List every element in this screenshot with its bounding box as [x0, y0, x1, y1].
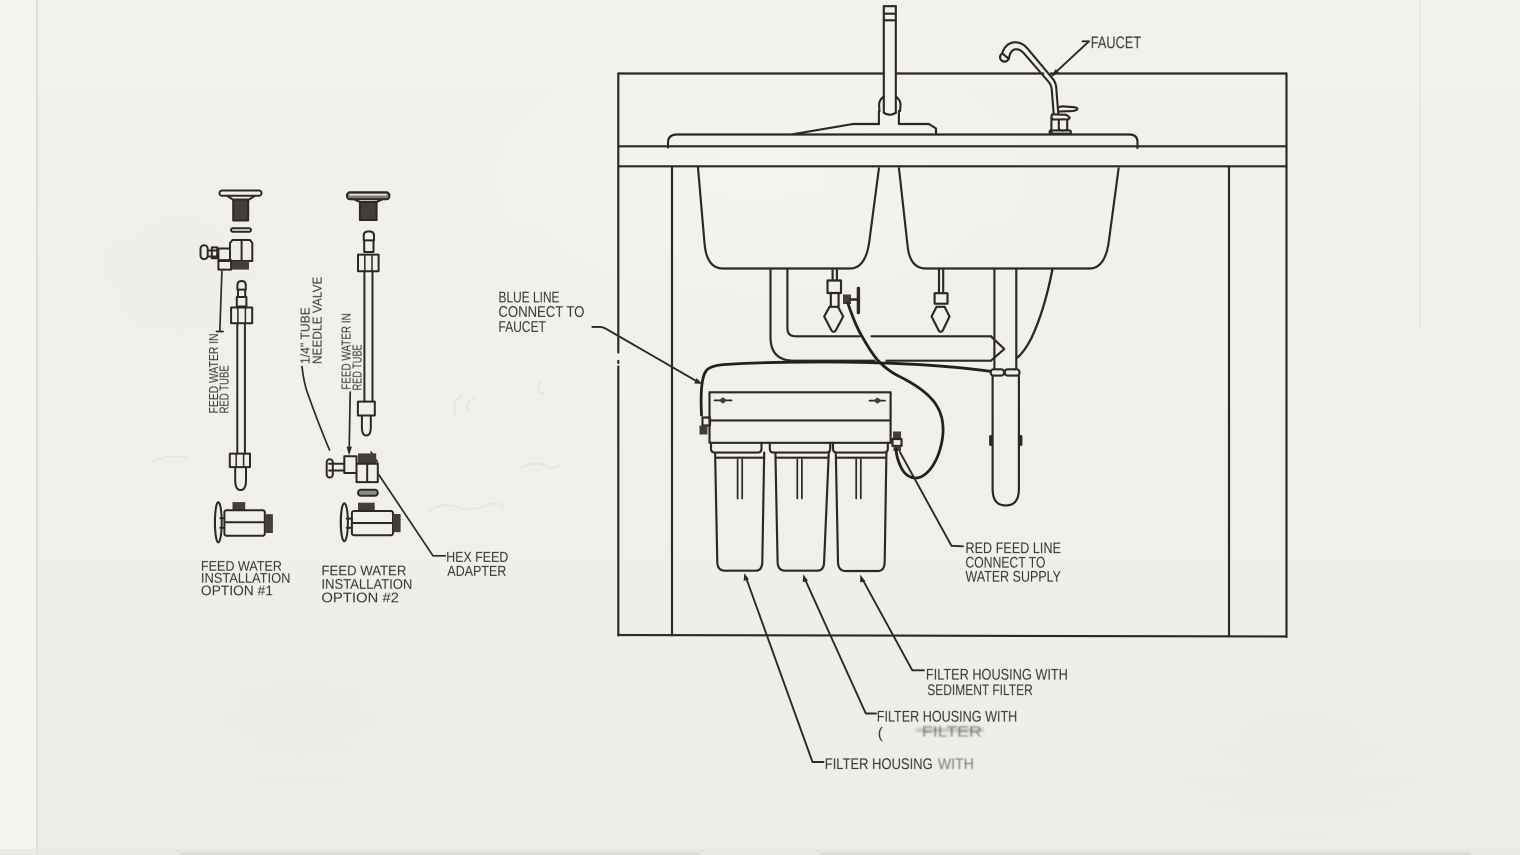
svg-text:HEX FEED: HEX FEED	[446, 550, 508, 566]
svg-text:ADAPTER: ADAPTER	[447, 564, 506, 580]
svg-text:(: (	[878, 725, 884, 742]
svg-text:INSTALLATION: INSTALLATION	[321, 576, 412, 592]
svg-text:RED FEED LINE: RED FEED LINE	[965, 540, 1061, 557]
svg-text:FAUCET: FAUCET	[1091, 33, 1142, 52]
svg-text:FEED WATER IN: FEED WATER IN	[339, 313, 354, 390]
svg-text:RED TUBE: RED TUBE	[216, 365, 231, 414]
svg-text:RED TUBE: RED TUBE	[349, 344, 364, 390]
svg-text:WITH: WITH	[938, 756, 974, 773]
svg-text:FILTER HOUSING: FILTER HOUSING	[825, 756, 933, 773]
svg-text:NEEDLE VALVE: NEEDLE VALVE	[309, 276, 324, 364]
svg-text:INSTALLATION: INSTALLATION	[201, 570, 291, 586]
svg-text:SEDIMENT FILTER: SEDIMENT FILTER	[927, 682, 1033, 699]
svg-text:OPTION #2: OPTION #2	[321, 589, 399, 605]
svg-text:CONNECT TO: CONNECT TO	[498, 304, 584, 321]
svg-text:FILTER HOUSING WITH: FILTER HOUSING WITH	[926, 666, 1068, 683]
svg-text:OPTION #1: OPTION #1	[201, 582, 273, 598]
svg-text:WATER SUPPLY: WATER SUPPLY	[965, 569, 1061, 586]
svg-text:FEED WATER: FEED WATER	[321, 562, 406, 578]
svg-text:CONNECT TO: CONNECT TO	[965, 554, 1045, 571]
svg-text:BLUE LINE: BLUE LINE	[498, 289, 559, 306]
svg-text:FAUCET: FAUCET	[498, 319, 546, 336]
svg-text:FEED WATER: FEED WATER	[201, 558, 282, 574]
svg-text:1/4" TUBE: 1/4" TUBE	[298, 307, 313, 364]
svg-text:FEED WATER IN: FEED WATER IN	[206, 334, 221, 414]
svg-text:FILTER HOUSING WITH: FILTER HOUSING WITH	[877, 709, 1018, 726]
